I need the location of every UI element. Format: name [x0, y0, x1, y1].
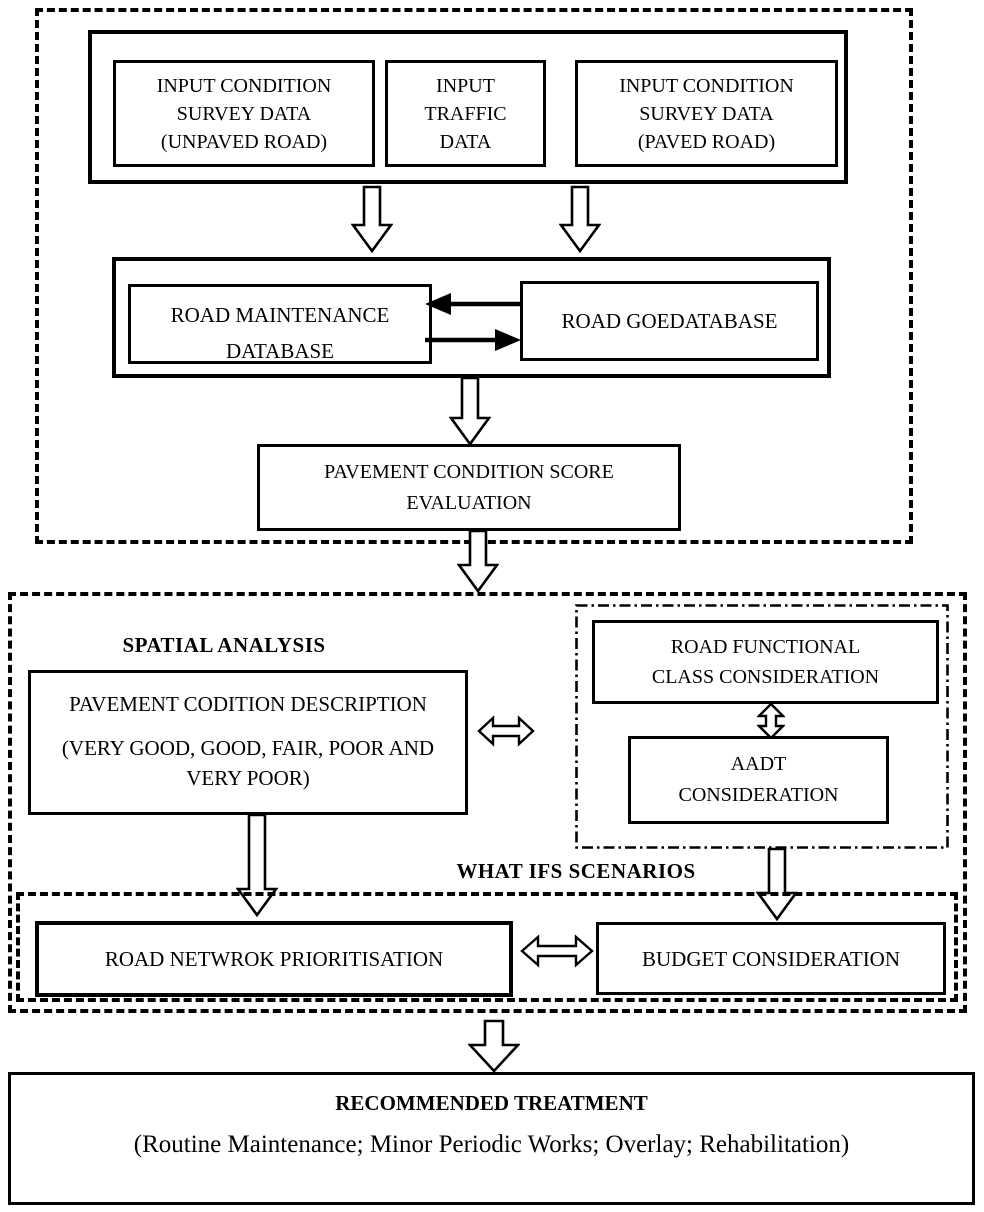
box-text-line: INPUT CONDITION: [619, 74, 794, 97]
box-text-line: EVALUATION: [406, 491, 532, 514]
box-text-line: ROAD MAINTENANCE: [170, 303, 390, 327]
box-pavement-condition-score-evaluation: PAVEMENT CONDITION SCORE EVALUATION: [257, 444, 681, 531]
box-road-functional-class: ROAD FUNCTIONAL CLASS CONSIDERATION: [592, 620, 939, 704]
box-text-line: PAVEMENT CODITION DESCRIPTION: [69, 692, 427, 716]
box-text-line: CONSIDERATION: [678, 784, 839, 806]
down-arrow-inputs-right: [559, 185, 601, 253]
box-aadt-consideration: AADT CONSIDERATION: [628, 736, 889, 824]
box-text-line: (VERY GOOD, GOOD, FAIR, POOR AND: [61, 736, 435, 760]
down-arrow-to-recommended-treatment: [468, 1019, 520, 1073]
box-text-line: INPUT: [436, 74, 495, 97]
box-text-line: (UNPAVED ROAD): [160, 130, 328, 153]
left-arrow-geodb-to-maintenance: [425, 293, 521, 315]
box-input-condition-paved: INPUT CONDITION SURVEY DATA (PAVED ROAD): [575, 60, 838, 167]
double-arrow-prioritisation-budget: [520, 934, 594, 968]
box-road-maintenance-database: ROAD MAINTENANCE DATABASE: [128, 284, 432, 364]
double-arrow-description-considerations: [477, 715, 535, 747]
box-text-line: ROAD GOEDATABASE: [561, 309, 778, 333]
box-text-line: INPUT CONDITION: [156, 74, 332, 97]
box-road-geodatabase: ROAD GOEDATABASE: [520, 281, 819, 361]
down-arrow-inputs-left: [351, 185, 393, 253]
box-input-condition-unpaved: INPUT CONDITION SURVEY DATA (UNPAVED ROA…: [113, 60, 375, 167]
box-text-line: BUDGET CONSIDERATION: [641, 946, 901, 971]
box-pavement-condition-description: PAVEMENT CODITION DESCRIPTION (VERY GOOD…: [28, 670, 468, 815]
box-road-network-prioritisation: ROAD NETWROK PRIORITISATION: [35, 921, 513, 997]
recommended-treatment-detail: (Routine Maintenance; Minor Periodic Wor…: [133, 1131, 850, 1158]
box-text-line: DATABASE: [226, 339, 334, 363]
recommended-treatment-title: RECOMMENDED TREATMENT: [335, 1091, 648, 1115]
box-budget-consideration: BUDGET CONSIDERATION: [596, 922, 946, 995]
spatial-analysis-label: SPATIAL ANALYSIS: [122, 633, 326, 657]
what-ifs-scenarios-label: WHAT IFS SCENARIOS: [456, 859, 696, 883]
box-input-traffic-data: INPUT TRAFFIC DATA: [385, 60, 546, 167]
box-text-line: (PAVED ROAD): [637, 130, 776, 153]
right-arrow-maintenance-to-geodb: [425, 329, 521, 351]
box-text-line: ROAD NETWROK PRIORITISATION: [104, 947, 444, 971]
box-text-line: ROAD FUNCTIONAL: [670, 636, 861, 658]
box-text-line: SURVEY DATA: [176, 102, 312, 125]
box-text-line: TRAFFIC: [424, 102, 507, 125]
down-arrow-pcs-to-spatial: [457, 529, 499, 593]
down-arrow-db-to-pcs: [449, 376, 491, 446]
box-text-line: PAVEMENT CONDITION SCORE: [324, 460, 614, 483]
box-text-line: SURVEY DATA: [639, 102, 774, 125]
double-arrow-class-aadt: [757, 702, 785, 740]
box-text-line: CLASS CONSIDERATION: [651, 666, 880, 688]
box-text-line: VERY POOR): [186, 766, 310, 790]
considerations-dashdot-box: [575, 604, 949, 849]
section-spatial-analysis-dashed-box: [8, 592, 967, 1013]
box-recommended-treatment: RECOMMENDED TREATMENT (Routine Maintenan…: [8, 1072, 975, 1205]
box-text-line: DATA: [439, 130, 492, 153]
box-text-line: AADT: [730, 753, 787, 775]
down-arrow-description-to-prioritisation: [236, 813, 278, 917]
what-ifs-dashed-box: [16, 892, 958, 1002]
